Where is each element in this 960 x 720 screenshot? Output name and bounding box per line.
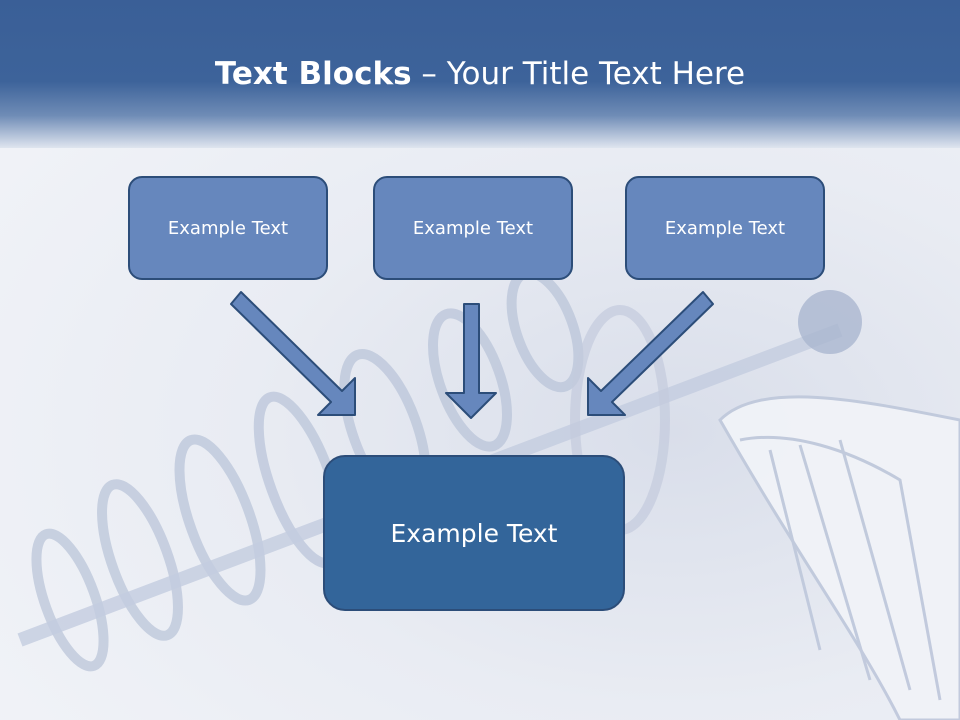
header-banner (0, 0, 960, 148)
slide-title: Text Blocks – Your Title Text Here (0, 52, 960, 96)
text-block-3-label: Example Text (664, 217, 786, 239)
title-separator: – (411, 56, 447, 92)
title-bold-part: Text Blocks (214, 56, 412, 92)
arrow-down-icon (445, 303, 497, 419)
text-block-2-label: Example Text (412, 217, 534, 239)
arrow-left-icon (230, 291, 356, 416)
title-normal-part: Your Title Text Here (446, 56, 746, 92)
target-text-block-label: Example Text (390, 518, 558, 548)
text-block-1: Example Text (128, 176, 328, 280)
text-block-3: Example Text (625, 176, 825, 280)
arrow-right-icon (587, 291, 714, 416)
text-block-1-label: Example Text (167, 217, 289, 239)
target-text-block: Example Text (323, 455, 625, 611)
text-block-2: Example Text (373, 176, 573, 280)
